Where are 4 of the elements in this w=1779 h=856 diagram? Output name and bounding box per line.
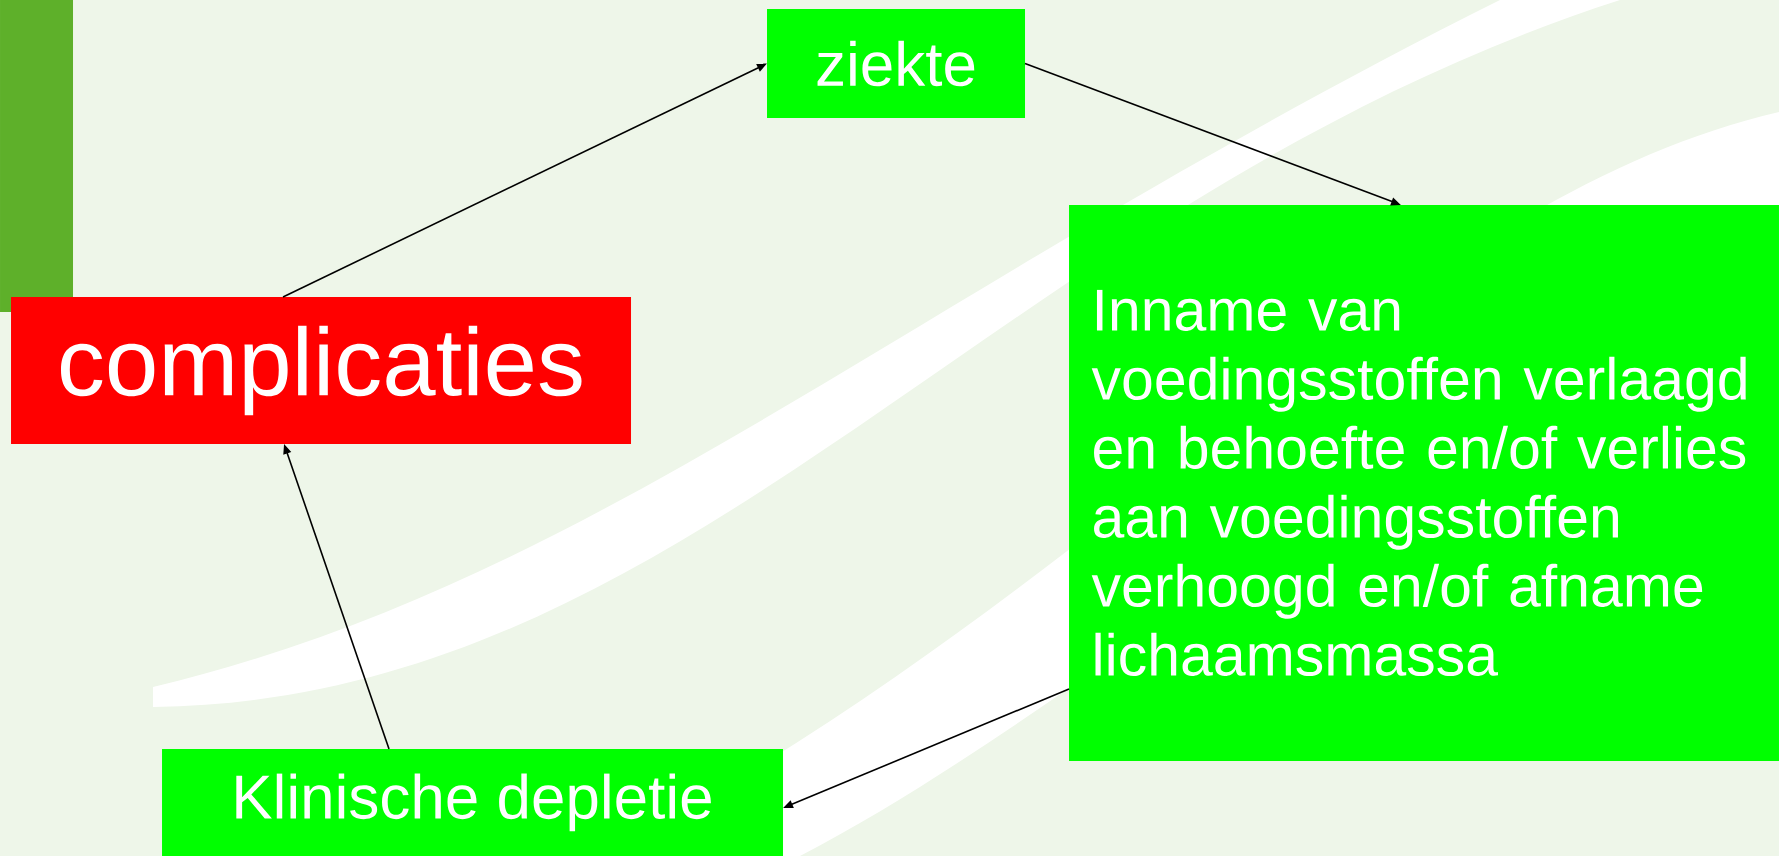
process-box: ziekte <box>767 9 1025 118</box>
process-box: Klinische depletie <box>162 749 783 856</box>
process-box: Inname van voedingsstoffen verlaagd en behoefte en/of verlies aan voedingsstoffen verhoogd en/of afname lichaamsmassa <box>1069 205 1779 761</box>
process-box: complicaties <box>11 297 631 444</box>
